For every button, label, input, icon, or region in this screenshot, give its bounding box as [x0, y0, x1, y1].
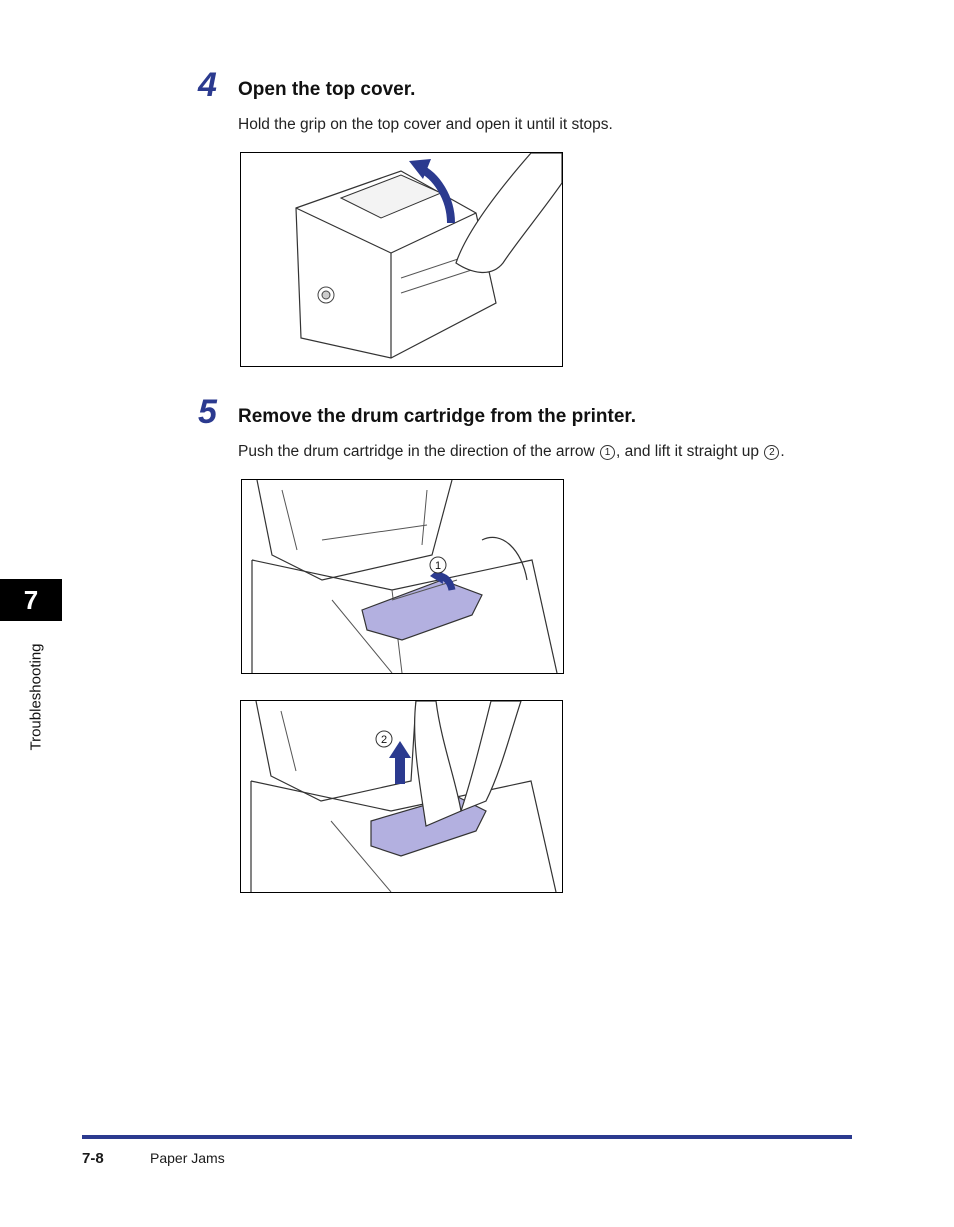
- printer-lift-cartridge-illustration: 2: [250, 701, 557, 892]
- step-4-body: Hold the grip on the top cover and open …: [238, 116, 613, 133]
- marker-2: 2: [764, 445, 780, 460]
- chapter-tab: 7: [0, 579, 62, 621]
- step-5-number: 5: [198, 393, 217, 431]
- step-5-title: Remove the drum cartridge from the print…: [238, 406, 637, 427]
- section-name: Paper Jams: [150, 1150, 225, 1166]
- printer-push-cartridge-illustration: 1: [251, 480, 558, 673]
- printer-open-cover-illustration: [295, 153, 562, 359]
- step-4-number: 4: [198, 66, 217, 104]
- step-5-body-text-2: , and lift it straight up: [616, 443, 760, 460]
- footer-rule: [82, 1135, 852, 1139]
- marker-1: 1: [600, 445, 615, 460]
- step-5-body-text-3: .: [780, 443, 785, 460]
- chapter-label: Troubleshooting: [27, 643, 45, 751]
- figure-open-top-cover: [240, 152, 563, 367]
- fig3-marker-2: 2: [381, 734, 387, 746]
- step-5-body-text-1: Push the drum cartridge in the direction…: [238, 443, 595, 460]
- figure-push-cartridge: 1: [241, 479, 564, 674]
- step-4-title: Open the top cover.: [238, 79, 416, 100]
- page-number: 7-8: [82, 1150, 104, 1167]
- figure-lift-cartridge: 2: [240, 700, 563, 893]
- fig2-marker-1: 1: [435, 560, 441, 572]
- step-5-body: Push the drum cartridge in the direction…: [238, 443, 785, 461]
